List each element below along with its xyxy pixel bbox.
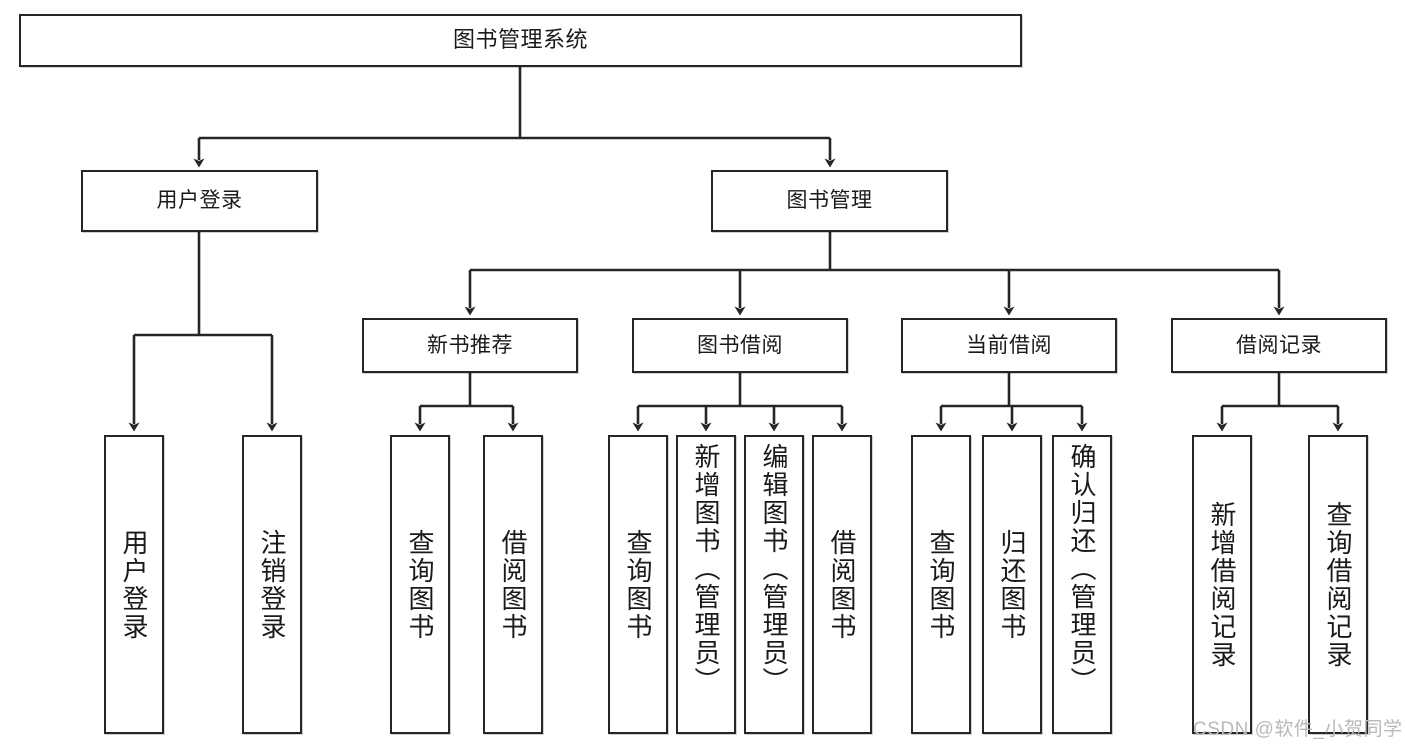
node-label: 用户登录	[119, 528, 149, 641]
node-book-manage[interactable]: 图书管理	[711, 170, 948, 232]
node-label: 查询借阅记录	[1323, 500, 1353, 669]
node-new-book-recommend[interactable]: 新书推荐	[362, 318, 578, 373]
node-leaf-user-logout[interactable]: 注销登录	[242, 435, 302, 734]
node-label: 归还图书	[997, 528, 1027, 641]
node-leaf-query-book-3[interactable]: 查询图书	[911, 435, 971, 734]
node-leaf-query-borrow-record[interactable]: 查询借阅记录	[1308, 435, 1368, 734]
node-label: 查询图书	[623, 528, 653, 641]
node-label: 注销登录	[257, 528, 287, 641]
node-label: 借阅记录	[1236, 333, 1322, 357]
node-leaf-confirm-return-admin[interactable]: 确认归还（管理员）	[1052, 435, 1112, 734]
node-label: 当前借阅	[966, 333, 1052, 357]
node-leaf-add-book-admin[interactable]: 新增图书（管理员）	[676, 435, 736, 734]
node-label: 新书推荐	[427, 333, 513, 357]
node-leaf-borrow-book-1[interactable]: 借阅图书	[483, 435, 543, 734]
node-label: 借阅图书	[827, 528, 857, 641]
node-label: 查询图书	[405, 528, 435, 641]
watermark-csdn: CSDN @软件_小贺同学	[1193, 719, 1403, 740]
node-leaf-edit-book-admin[interactable]: 编辑图书（管理员）	[744, 435, 804, 734]
node-root-book-management-system[interactable]: 图书管理系统	[19, 14, 1022, 67]
node-leaf-query-book-2[interactable]: 查询图书	[608, 435, 668, 734]
node-leaf-user-login[interactable]: 用户登录	[104, 435, 164, 734]
node-label: 图书借阅	[697, 333, 783, 357]
node-label: 图书管理	[786, 189, 873, 213]
node-borrow-record[interactable]: 借阅记录	[1171, 318, 1387, 373]
node-label: 借阅图书	[498, 528, 528, 641]
node-leaf-return-book[interactable]: 归还图书	[982, 435, 1042, 734]
node-leaf-borrow-book-2[interactable]: 借阅图书	[812, 435, 872, 734]
node-label: 新增借阅记录	[1207, 500, 1237, 669]
node-label: 图书管理系统	[452, 27, 588, 53]
node-book-borrow[interactable]: 图书借阅	[632, 318, 848, 373]
node-label: 确认归还（管理员）	[1067, 443, 1097, 695]
node-current-borrow[interactable]: 当前借阅	[901, 318, 1117, 373]
node-label: 编辑图书（管理员）	[759, 443, 789, 695]
node-label: 用户登录	[156, 189, 243, 213]
node-label: 新增图书（管理员）	[691, 443, 721, 695]
node-label: 查询图书	[926, 528, 956, 641]
node-leaf-query-book-1[interactable]: 查询图书	[390, 435, 450, 734]
node-user-login[interactable]: 用户登录	[81, 170, 318, 232]
node-leaf-add-borrow-record[interactable]: 新增借阅记录	[1192, 435, 1252, 734]
